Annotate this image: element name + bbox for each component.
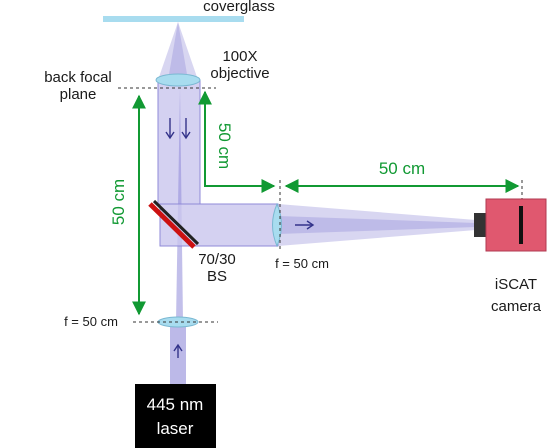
beamsplitter-label-line1: 70/30 <box>198 251 236 268</box>
vertical-distance-label-right: 50 cm <box>215 123 234 169</box>
focus-cone <box>158 22 198 80</box>
camera-label-line1: iSCAT <box>495 276 537 293</box>
beam-right-arrow <box>295 220 315 230</box>
tube-lens-focal-label: f = 50 cm <box>275 256 329 271</box>
coverglass-label: coverglass <box>203 0 275 15</box>
laser-up-arrow <box>173 343 183 358</box>
beam-down-arrow-left <box>165 118 175 140</box>
back-focal-label-line1: back focal <box>44 69 112 86</box>
beamsplitter-mirror <box>148 202 196 249</box>
beamsplitter-shadow <box>152 199 200 246</box>
vertical-distance-label-left: 50 cm <box>109 179 128 225</box>
back-focal-label-line2: plane <box>60 86 97 103</box>
camera-label-line2: camera <box>491 298 542 315</box>
bottom-lens-focal-label: f = 50 cm <box>64 314 118 329</box>
objective-label-line1: 100X <box>222 48 257 65</box>
horizontal-distance-label: 50 cm <box>379 159 425 178</box>
tube-lens <box>272 202 282 248</box>
objective-label-line2: objective <box>210 65 269 82</box>
imaging-cone <box>278 204 476 246</box>
laser-label-line2: laser <box>157 419 194 438</box>
beam-down-arrow-right <box>181 118 191 140</box>
iscat-camera <box>474 198 547 252</box>
coverglass-slide <box>103 16 244 22</box>
vertical-distance-line-right <box>198 90 276 193</box>
objective-lens <box>155 73 201 87</box>
imaging-cone-inner <box>278 216 476 234</box>
beamsplitter-label-line2: BS <box>207 268 227 285</box>
laser-label-line1: 445 nm <box>147 395 204 414</box>
laser-box <box>135 384 216 448</box>
focus-cone-inner <box>168 22 188 80</box>
